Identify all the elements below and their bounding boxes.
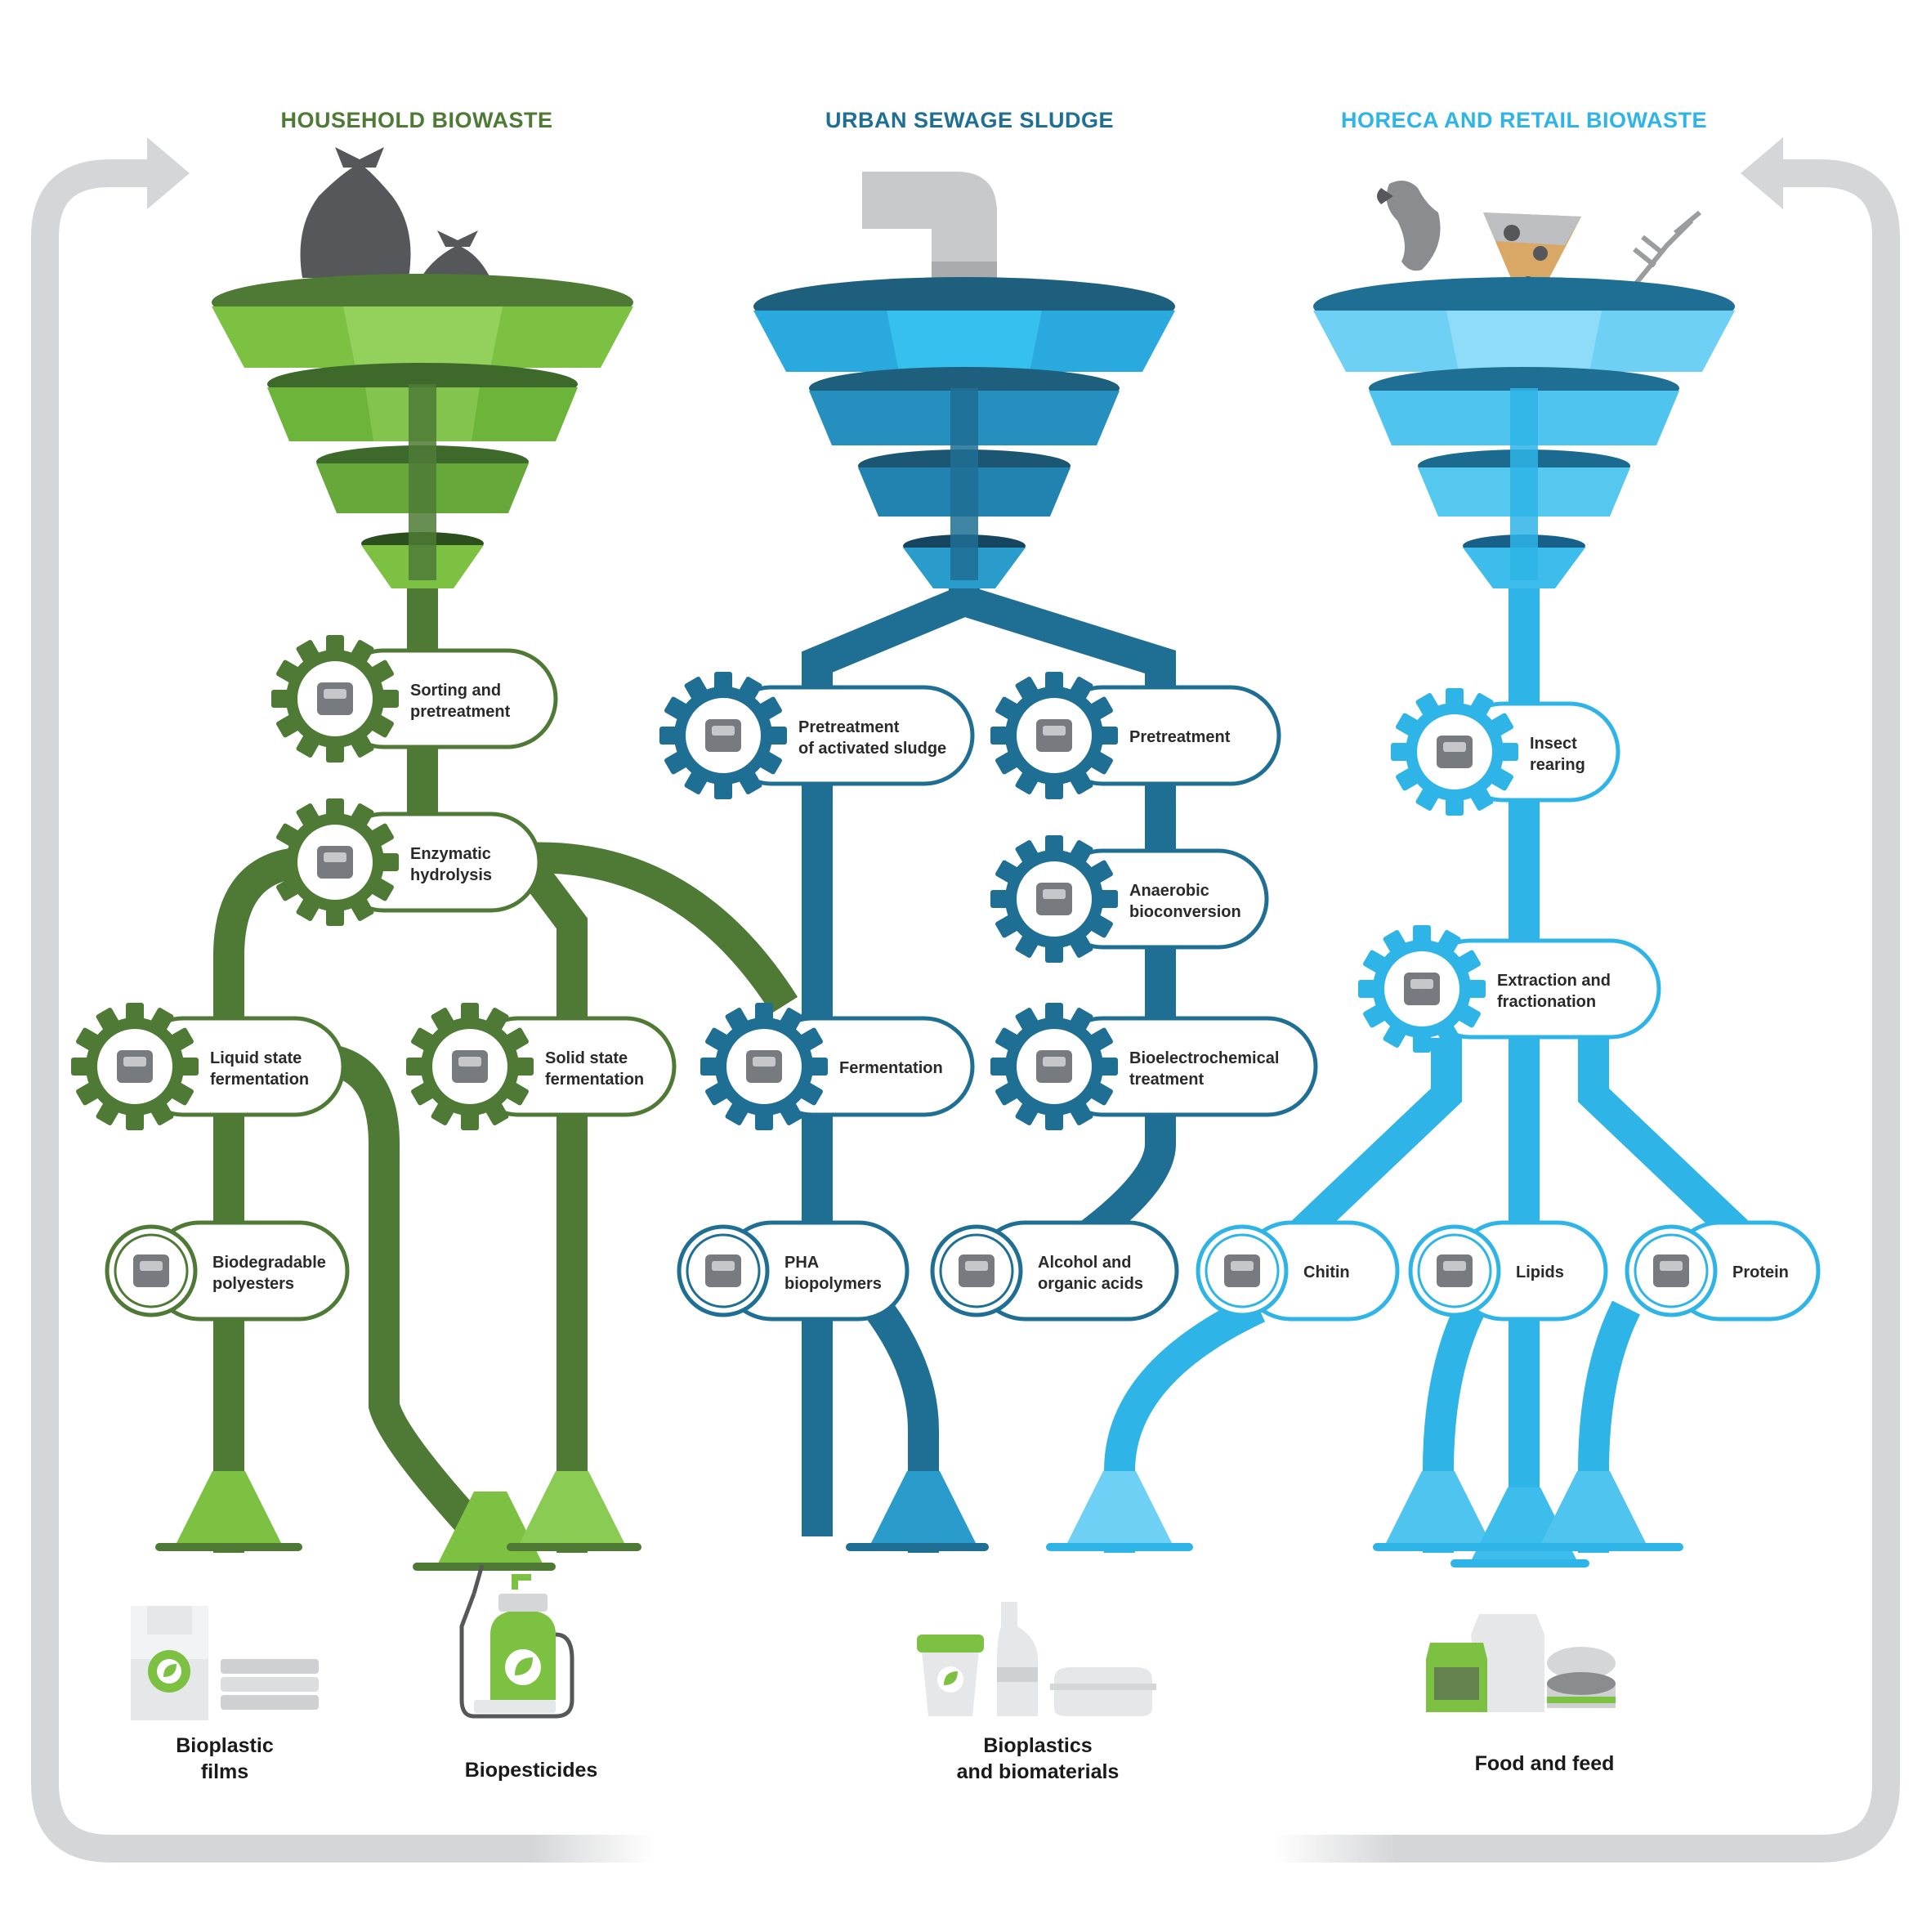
household-funnel [212,147,633,588]
node-label-line2: treatment [1129,1071,1204,1089]
oil-drops-icon [1437,1254,1473,1287]
node-household-product: Biodegradable polyesters [105,1220,350,1322]
biopesticides-sprayer-illustration [459,1564,574,1719]
horeca-nozzles [1046,1471,1683,1568]
node-label-line1: Pretreatment [798,718,900,736]
sewage-nozzle [846,1471,989,1551]
node-label-line1: Chitin [1303,1263,1350,1281]
node-label-line2: hydrolysis [410,866,492,884]
node-label-line2: fractionation [1497,993,1596,1011]
node-household-step3: Liquid state fermentation [71,1003,346,1130]
gas-cylinder-icon [1036,883,1072,915]
bioplastic-films-illustration [131,1606,319,1720]
title-horeca-retail-biowaste: HORECA AND RETAIL BIOWASTE [1340,108,1707,132]
gear-icon [1358,925,1486,1053]
node-horeca-product1: Chitin [1196,1220,1400,1322]
battery-icon [1036,1050,1072,1083]
node-horeca-step1: Insect rearing [1391,688,1620,816]
node-label-line2: of activated sludge [798,740,946,758]
node-sewage-step1: Pretreatment of activated sludge [659,672,975,799]
node-household-step4: Solid state fermentation [406,1003,677,1130]
node-household-step2: Enzymatic hydrolysis [271,798,542,926]
food-scraps-icon [1377,181,1701,319]
node-label-line2: bioconversion [1129,903,1241,921]
node-label-line1: Pretreatment [1129,728,1231,746]
node-label-line1: Anaerobic [1129,882,1209,900]
horeca-funnel [1313,181,1735,588]
fraction-pie-icon [1404,973,1440,1005]
node-label-line2: rearing [1530,756,1585,774]
node-horeca-product2: Lipids [1408,1220,1608,1322]
node-label-line1: PHA [784,1254,819,1272]
enzyme-molecule-icon [317,846,353,879]
loop-arrow-left [31,137,654,1863]
sludge-tray-icon [705,719,741,752]
bioplastics-products-illustration [917,1602,1156,1716]
node-sewage-product1: PHA biopolymers [677,1220,910,1322]
pellets-icon [133,1254,169,1287]
loop-arrow-right [1275,137,1900,1863]
node-label-line1: Enzymatic [410,845,491,863]
title-household-biowaste: HOUSEHOLD BIOWASTE [280,108,553,132]
node-label-line1: Solid state [545,1049,628,1067]
node-sewage-step5: Bioelectrochemical treatment [990,1003,1318,1130]
title-urban-sewage-sludge: URBAN SEWAGE SLUDGE [825,108,1115,132]
node-label-line2: biopolymers [784,1275,882,1293]
node-label-line1: Liquid state [210,1049,302,1067]
sewage-funnel [753,172,1175,588]
node-label-line1: Alcohol and [1038,1254,1131,1272]
node-label-line2: fermentation [545,1071,644,1089]
fly-icon [1437,736,1473,768]
node-label-line1: Extraction and [1497,972,1611,990]
protein-jar-icon [1653,1254,1689,1287]
food-feed-illustration [1426,1614,1616,1712]
solid-jar-icon [452,1050,488,1083]
droplets-icon [959,1254,995,1287]
node-label-line1: Lipids [1516,1263,1564,1281]
node-label-line2: organic acids [1038,1275,1143,1293]
node-sewage-step3: Anaerobic bioconversion [990,835,1269,963]
node-sewage-step4: Fermentation [700,1003,975,1130]
sorting-arrows-icon [317,682,353,715]
node-label-line1: Insect [1530,735,1577,753]
shells-icon [1224,1254,1260,1287]
node-household-step1: Sorting and pretreatment [271,635,558,763]
node-label-line1: Biodegradable [212,1254,326,1272]
output-biopesticides: Biopesticides [464,1759,598,1782]
node-label-line1: Sorting and [410,682,501,700]
output-food-and-feed: Food and feed [1474,1752,1615,1775]
node-label-line2: polyesters [212,1275,294,1293]
node-horeca-step2: Extraction and fractionation [1358,925,1661,1053]
node-sewage-step2: Pretreatment [990,672,1281,799]
digester-icon [1036,719,1072,752]
pellets-icon [705,1254,741,1287]
node-sewage-product2: Alcohol and organic acids [930,1220,1179,1322]
node-label-line1: Protein [1732,1263,1789,1281]
bioreactor-icon [746,1050,782,1083]
node-label-line2: fermentation [210,1071,309,1089]
node-label-line1: Fermentation [839,1059,943,1077]
node-label-line2: pretreatment [410,703,511,721]
household-nozzles [155,1471,641,1571]
node-horeca-product3: Protein [1625,1220,1821,1322]
gear-icon [71,1003,199,1130]
liquid-jar-icon [117,1050,153,1083]
node-label-line1: Bioelectrochemical [1129,1049,1279,1067]
